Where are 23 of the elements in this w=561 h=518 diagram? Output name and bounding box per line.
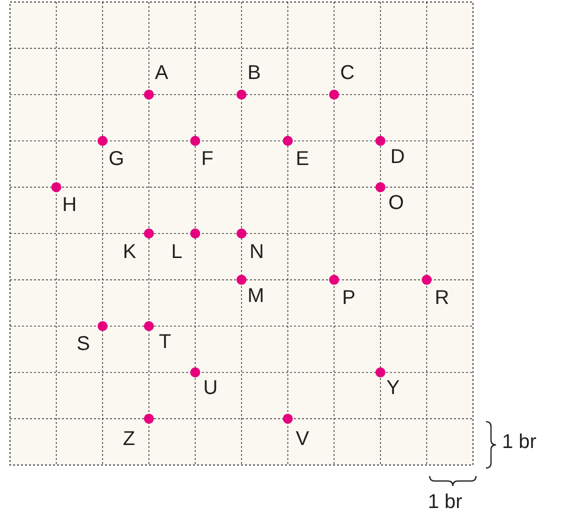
- point-label: R: [434, 288, 450, 308]
- point-label: T: [158, 332, 172, 352]
- point-label: H: [62, 195, 77, 216]
- dimension-label: 1 br: [428, 492, 462, 512]
- point-label: S: [76, 334, 90, 354]
- point-label: P: [342, 288, 356, 308]
- point-label: E: [296, 148, 310, 169]
- point-label: N: [250, 242, 264, 262]
- point-label: G: [108, 148, 124, 169]
- point-label: L: [171, 242, 182, 262]
- point-label: C: [340, 62, 355, 83]
- point-label: Z: [122, 428, 136, 449]
- point-label: K: [122, 242, 136, 262]
- point-label: U: [203, 378, 218, 398]
- point-label: B: [248, 62, 261, 83]
- point-label: F: [201, 148, 214, 169]
- point-label: O: [388, 193, 404, 214]
- point-label: V: [296, 428, 310, 449]
- point-label: M: [248, 286, 264, 306]
- dimension-label: 1 br: [502, 432, 536, 452]
- point-label: Y: [386, 378, 400, 398]
- point-label: D: [390, 146, 405, 167]
- point-label: A: [154, 62, 168, 83]
